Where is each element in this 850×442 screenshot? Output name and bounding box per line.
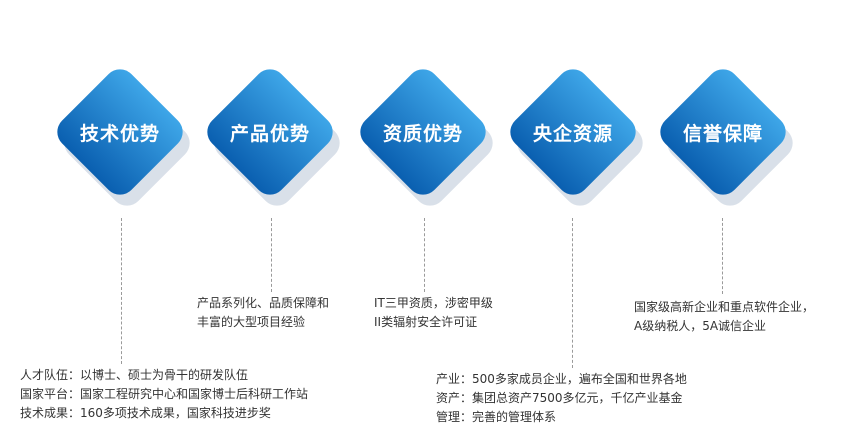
diamond-shape <box>360 69 493 206</box>
detail-line: 技术成果：160多项技术成果，国家科技进步奖 <box>20 406 271 420</box>
diamond-credibility: 信誉保障 <box>643 52 803 212</box>
diamond-title: 资质优势 <box>382 122 463 145</box>
detail-line: II类辐射安全许可证 <box>374 315 478 329</box>
detail-line: 国家平台：国家工程研究中心和国家博士后科研工作站 <box>20 387 309 401</box>
detail-line: 产品系列化、品质保障和 <box>197 296 330 310</box>
diamond-shape <box>207 69 340 206</box>
diamond-product-advantage: 产品优势 <box>190 52 350 212</box>
connector-line <box>572 218 573 368</box>
detail-line: A级纳税人，5A诚信企业 <box>634 319 767 333</box>
detail-line: 管理：完善的管理体系 <box>436 410 557 424</box>
diamond-shape <box>660 69 793 206</box>
diamond-shape <box>57 69 190 206</box>
diamond-shape <box>510 69 643 206</box>
tech-advantage-details: 人才队伍：以博士、硕士为骨干的研发队伍 国家平台：国家工程研究中心和国家博士后科… <box>20 366 308 423</box>
diamond-qualification-advantage: 资质优势 <box>343 52 503 212</box>
diamond-tech-advantage: 技术优势 <box>40 52 200 212</box>
diamond-title: 央企资源 <box>532 122 613 145</box>
detail-line: 资产：集团总资产7500多亿元，千亿产业基金 <box>436 391 683 405</box>
detail-line: 国家级高新企业和重点软件企业， <box>634 300 815 314</box>
detail-line: 丰富的大型项目经验 <box>197 315 306 329</box>
credibility-details: 国家级高新企业和重点软件企业， A级纳税人，5A诚信企业 <box>634 298 814 336</box>
diamond-title: 产品优势 <box>229 122 310 145</box>
detail-line: 人才队伍：以博士、硕士为骨干的研发队伍 <box>20 368 249 382</box>
connector-line <box>121 218 122 364</box>
product-advantage-details: 产品系列化、品质保障和 丰富的大型项目经验 <box>197 294 329 332</box>
connector-line <box>424 218 425 292</box>
qualification-advantage-details: IT三甲资质，涉密甲级 II类辐射安全许可证 <box>374 294 493 332</box>
diamond-soe-resources: 央企资源 <box>493 52 653 212</box>
connector-line <box>722 218 723 294</box>
detail-line: IT三甲资质，涉密甲级 <box>374 296 493 310</box>
diamond-title: 信誉保障 <box>682 122 763 145</box>
diamond-title: 技术优势 <box>79 122 160 145</box>
detail-line: 产业：500多家成员企业，遍布全国和世界各地 <box>436 372 687 386</box>
soe-resources-details: 产业：500多家成员企业，遍布全国和世界各地 资产：集团总资产7500多亿元，千… <box>436 370 687 427</box>
connector-line <box>271 218 272 292</box>
